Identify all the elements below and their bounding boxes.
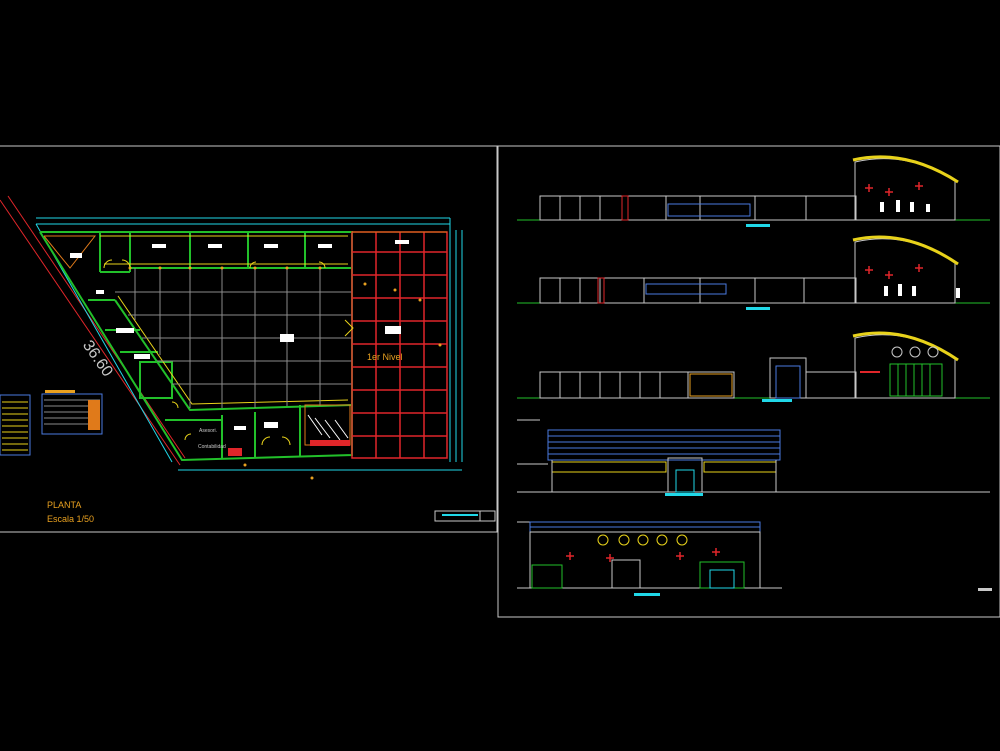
elevation-sheet-frame — [497, 145, 1000, 618]
room-label-asesoria: Asesori. — [199, 428, 217, 434]
plan-legend-box — [434, 510, 496, 522]
plan-level-label: 1er Nivel — [367, 352, 403, 362]
section-longitudinal — [517, 419, 990, 496]
elevation-3 — [517, 331, 990, 402]
elevation-1 — [517, 155, 990, 227]
elevation-2 — [517, 235, 990, 310]
floor-plan: 36.60 1er Nivel Asesori. Contabilidad — [0, 195, 496, 524]
room-label-contabilidad: Contabilidad — [198, 444, 226, 450]
plan-sheet-frame — [0, 145, 498, 533]
plan-scale: Escala 1/50 — [47, 514, 94, 524]
door-window-schedule-table — [0, 390, 103, 456]
elevations — [517, 155, 992, 596]
section-transverse — [517, 521, 782, 596]
plan-title: PLANTA — [47, 500, 81, 510]
sheet-frames — [0, 145, 1000, 618]
